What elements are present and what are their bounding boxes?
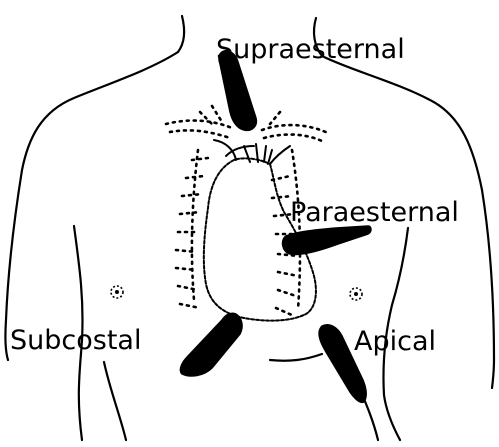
left-sternal-border [192,150,198,300]
right-sternal-border [292,150,300,310]
label-parasternal: Paraesternal [290,197,459,228]
label-apical: Apical [354,326,436,357]
left-clavicle [166,121,232,128]
right-costal-arch [270,354,322,361]
left-shoulder [5,52,178,360]
label-suprasternal: Supraesternal [216,34,405,65]
neck-left [178,16,184,52]
heart [204,140,316,321]
right-clavicle [262,125,330,134]
subcostal-transducer [180,313,242,376]
lower-left-rib [104,362,126,440]
torso-outline [5,16,494,440]
label-subcostal: Subcostal [10,325,141,356]
nipples [111,286,362,300]
parasternal-transducer [283,226,371,255]
